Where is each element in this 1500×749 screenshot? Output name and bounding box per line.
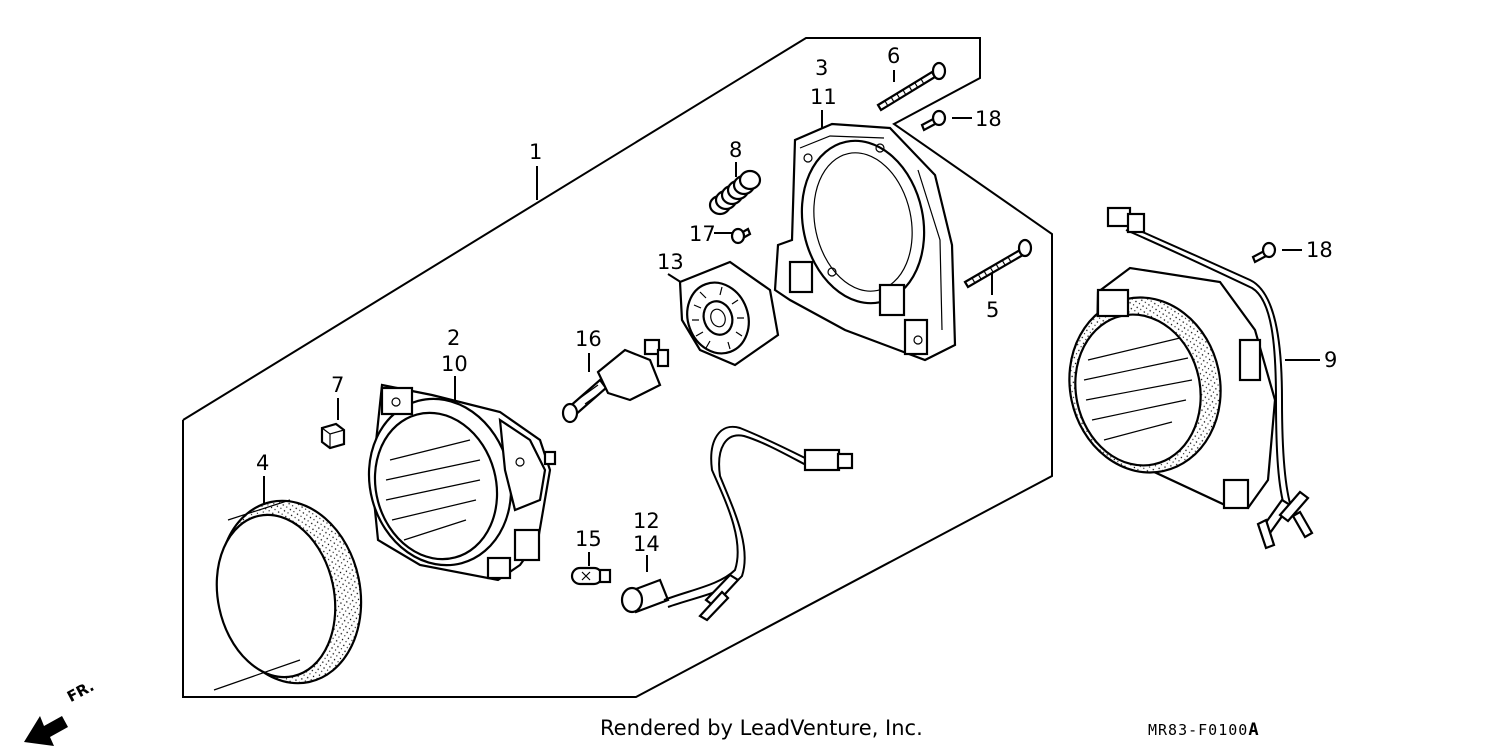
callout-6: 6 [887, 44, 900, 68]
screw-6 [876, 61, 947, 112]
diagram-code: MR83-F0100A [1148, 720, 1260, 740]
callout-1: 1 [529, 140, 542, 164]
callout-13: 13 [657, 250, 684, 274]
callout-8: 8 [729, 138, 742, 162]
headlight-case-3 [773, 122, 957, 362]
callout-5: 5 [986, 298, 999, 322]
callout-16: 16 [575, 327, 602, 351]
diagram-code-number: MR83-F0100 [1148, 721, 1249, 739]
callout-11: 11 [810, 85, 837, 109]
rendered-by-credit: Rendered by LeadVenture, Inc. [600, 716, 923, 740]
socket-harness-12 [620, 425, 854, 622]
callout-15: 15 [575, 527, 602, 551]
screw-17 [730, 227, 752, 245]
callout-4: 4 [256, 451, 269, 475]
spring-8 [708, 169, 762, 216]
socket-cover-13 [678, 260, 780, 367]
callout-17: 17 [689, 222, 716, 246]
bolt-18-right [1251, 241, 1277, 264]
callout-10: 10 [441, 352, 468, 376]
callout-14: 14 [633, 532, 660, 556]
screw-5 [963, 238, 1033, 289]
bulb-16 [561, 338, 670, 424]
headlight-assembly-9 [1068, 206, 1314, 550]
bolt-18-upper [920, 109, 947, 132]
callout-18-upper: 18 [975, 107, 1002, 131]
front-direction-arrow-icon [24, 716, 68, 746]
nut-7 [320, 422, 346, 450]
callout-3: 3 [815, 56, 828, 80]
leader-lines [263, 70, 1320, 572]
callout-2: 2 [447, 326, 460, 350]
bulb-15 [570, 566, 612, 586]
headlight-unit-2 [367, 383, 557, 582]
diagram-code-suffix: A [1248, 720, 1260, 740]
assembly-outline [182, 37, 1053, 698]
callout-12: 12 [633, 509, 660, 533]
callout-18-right: 18 [1306, 238, 1333, 262]
callout-7: 7 [331, 373, 344, 397]
headlight-rim-4 [213, 499, 363, 691]
callout-9: 9 [1324, 348, 1337, 372]
